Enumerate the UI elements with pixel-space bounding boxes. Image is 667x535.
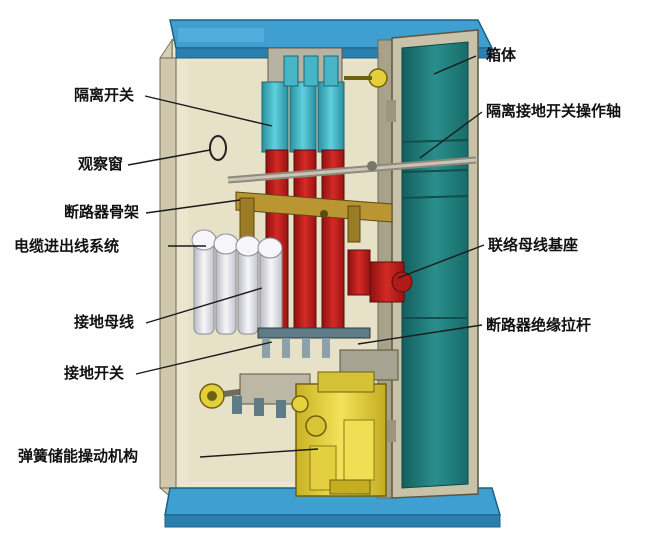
label-cabinet: 箱体 bbox=[486, 46, 517, 64]
label-spring-mechanism: 弹簧储能操动机构 bbox=[18, 447, 139, 465]
label-earthing-busbar: 接地母线 bbox=[74, 313, 135, 331]
leader-operating-shaft bbox=[419, 111, 483, 159]
leader-isolating-switch bbox=[144, 95, 273, 127]
spring-mechanism bbox=[291, 371, 387, 497]
observation-window bbox=[209, 135, 227, 161]
label-earthing-switch: 接地开关 bbox=[64, 364, 125, 382]
leader-insulating-rod bbox=[357, 324, 483, 345]
leader-breaker-frame bbox=[145, 199, 241, 214]
label-tie-bus-base: 联络母线基座 bbox=[488, 236, 579, 254]
leader-spring-mechanism bbox=[199, 448, 319, 458]
label-cable-system: 电缆进出线系统 bbox=[14, 237, 120, 255]
leader-earthing-busbar bbox=[145, 287, 263, 324]
cable-system bbox=[191, 229, 283, 335]
isolating-switch-part bbox=[261, 47, 388, 153]
label-operating-shaft: 隔离接地开关操作轴 bbox=[486, 102, 622, 120]
leader-cabinet bbox=[433, 55, 477, 75]
leader-earthing-switch bbox=[135, 341, 273, 375]
leader-observation-window bbox=[127, 149, 211, 166]
label-breaker-frame: 断路器骨架 bbox=[64, 203, 140, 221]
breaker-frame bbox=[235, 191, 393, 243]
leader-tie-bus-base bbox=[397, 244, 485, 279]
operating-shaft bbox=[227, 156, 477, 184]
label-isolating-switch: 隔离开关 bbox=[74, 86, 135, 104]
label-insulating-rod: 断路器绝缘拉杆 bbox=[486, 316, 592, 334]
label-observation-window: 观察窗 bbox=[78, 155, 124, 173]
leader-lines bbox=[127, 55, 485, 458]
